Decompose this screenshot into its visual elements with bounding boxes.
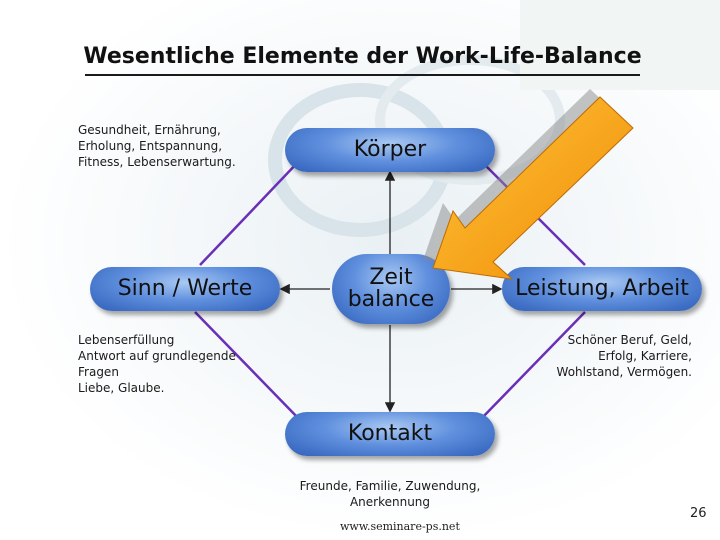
note-koerper: Gesundheit, Ernährung, Erholung, Entspan… — [78, 123, 236, 169]
node-zeit-balance: Zeit balance — [332, 254, 450, 324]
note-sinn-werte: Lebenserfüllung Antwort auf grundlegende… — [78, 333, 236, 395]
note-leistung-arbeit: Schöner Beruf, Geld, Erfolg, Karriere, W… — [556, 333, 692, 379]
website-footer: www.seminare-ps.net — [340, 520, 460, 533]
title-underline — [85, 74, 640, 76]
note-kontakt: Freunde, Familie, Zuwendung, Anerkennung — [299, 479, 481, 509]
node-kontakt: Kontakt — [285, 412, 495, 456]
node-sinn-werte: Sinn / Werte — [90, 267, 280, 311]
node-leistung-arbeit: Leistung, Arbeit — [502, 267, 702, 311]
page-number: 26 — [690, 506, 707, 521]
node-koerper: Körper — [285, 128, 495, 172]
page-title: Wesentliche Elemente der Work-Life-Balan… — [83, 44, 642, 69]
